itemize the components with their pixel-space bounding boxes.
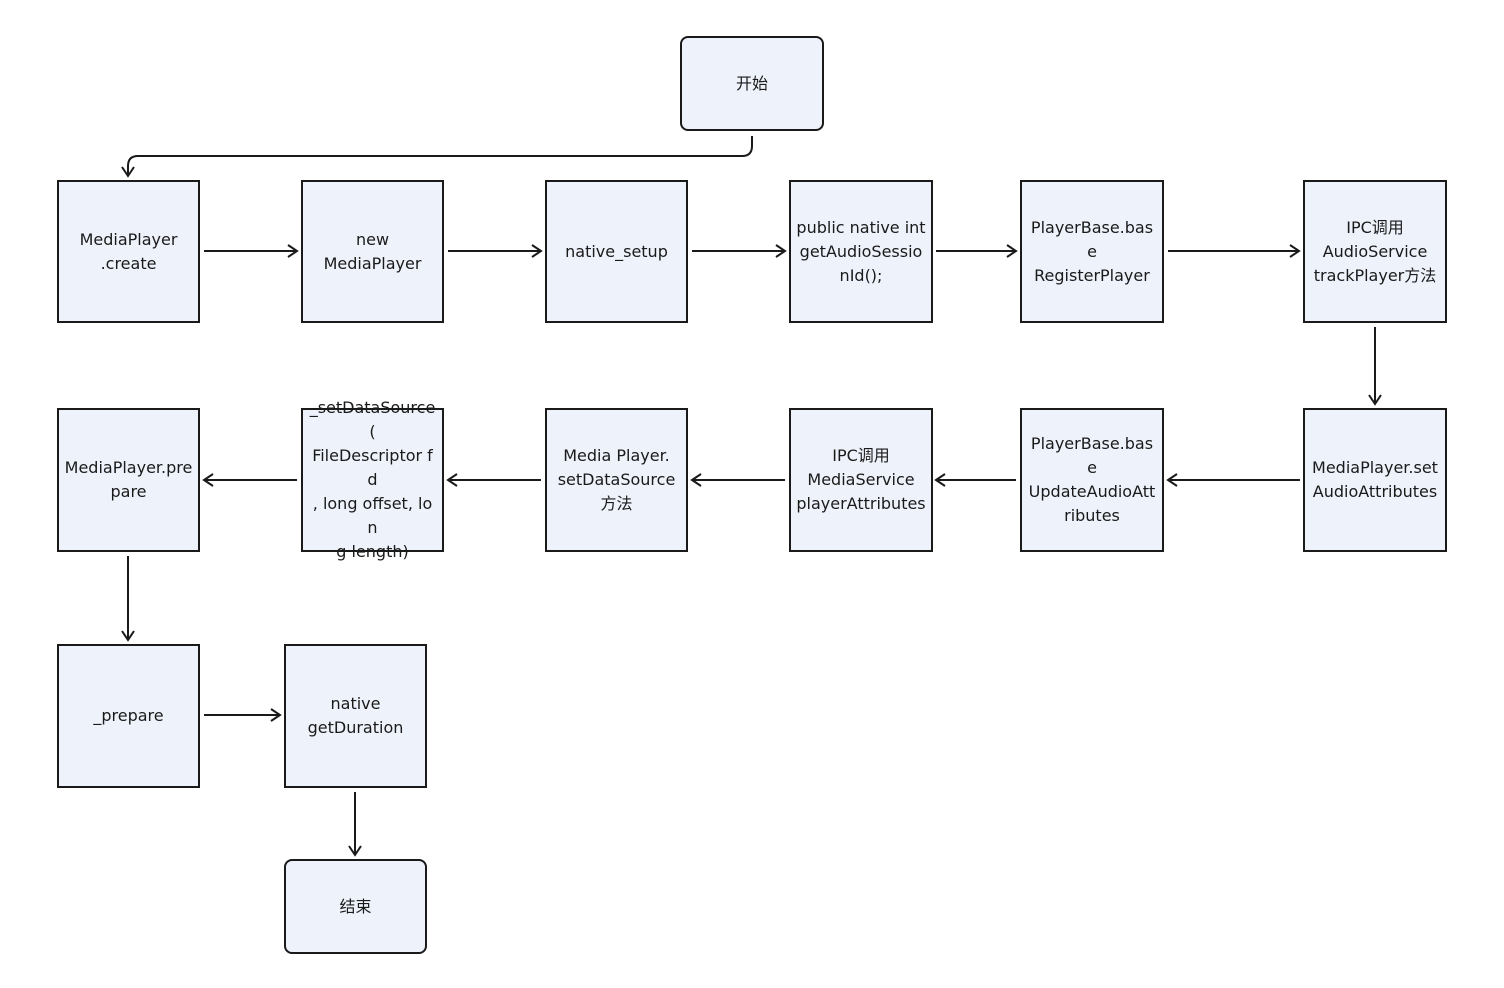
native-get-duration-label: native getDuration <box>307 694 404 737</box>
private-set-data-source-label: _setDataSource( FileDescriptor fd , long… <box>309 398 436 561</box>
set-audio-attributes-label: MediaPlayer.set AudioAttributes <box>1312 458 1438 501</box>
start-label: 开始 <box>735 73 768 93</box>
base-update-audio-attributes-node: PlayerBase.base UpdateAudioAtt ributes <box>1020 408 1164 552</box>
set-data-source-method-node: Media Player. setDataSource 方法 <box>545 408 688 552</box>
new-mediaplayer-label: new MediaPlayer <box>323 229 422 273</box>
mediaplayer-create-label: MediaPlayer .create <box>79 229 178 273</box>
ipc-player-attributes-label: IPC调用 MediaService playerAttributes <box>796 446 926 513</box>
end-label: 结束 <box>339 896 372 916</box>
start-node: 开始 <box>680 36 824 131</box>
private-prepare-label: _prepare <box>93 706 164 725</box>
new-mediaplayer-node: new MediaPlayer <box>301 180 444 323</box>
base-register-player-label: PlayerBase.base RegisterPlayer <box>1030 217 1154 285</box>
mediaplayer-create-node: MediaPlayer .create <box>57 180 200 323</box>
base-register-player-node: PlayerBase.base RegisterPlayer <box>1020 180 1164 323</box>
get-audio-session-id-node: public native int getAudioSessio nId(); <box>789 180 933 323</box>
ipc-track-player-label: IPC调用 AudioService trackPlayer方法 <box>1313 217 1437 285</box>
private-set-data-source-node: _setDataSource( FileDescriptor fd , long… <box>301 398 444 561</box>
private-prepare-node: _prepare <box>57 644 200 788</box>
arrow-start-to-create <box>121 136 753 178</box>
native-setup-node: native_setup <box>545 180 688 323</box>
mediaplayer-prepare-label: MediaPlayer.pre pare <box>64 458 193 501</box>
native-setup-label: native_setup <box>565 241 668 261</box>
base-update-audio-attributes-label: PlayerBase.base UpdateAudioAtt ributes <box>1028 434 1156 525</box>
ipc-player-attributes-node: IPC调用 MediaService playerAttributes <box>789 408 933 552</box>
set-audio-attributes-node: MediaPlayer.set AudioAttributes <box>1303 408 1447 552</box>
end-node: 结束 <box>284 859 427 954</box>
native-get-duration-node: native getDuration <box>284 644 427 788</box>
mediaplayer-prepare-node: MediaPlayer.pre pare <box>57 408 200 552</box>
ipc-track-player-node: IPC调用 AudioService trackPlayer方法 <box>1303 180 1447 323</box>
set-data-source-method-label: Media Player. setDataSource 方法 <box>557 446 676 513</box>
get-audio-session-id-label: public native int getAudioSessio nId(); <box>796 217 926 285</box>
